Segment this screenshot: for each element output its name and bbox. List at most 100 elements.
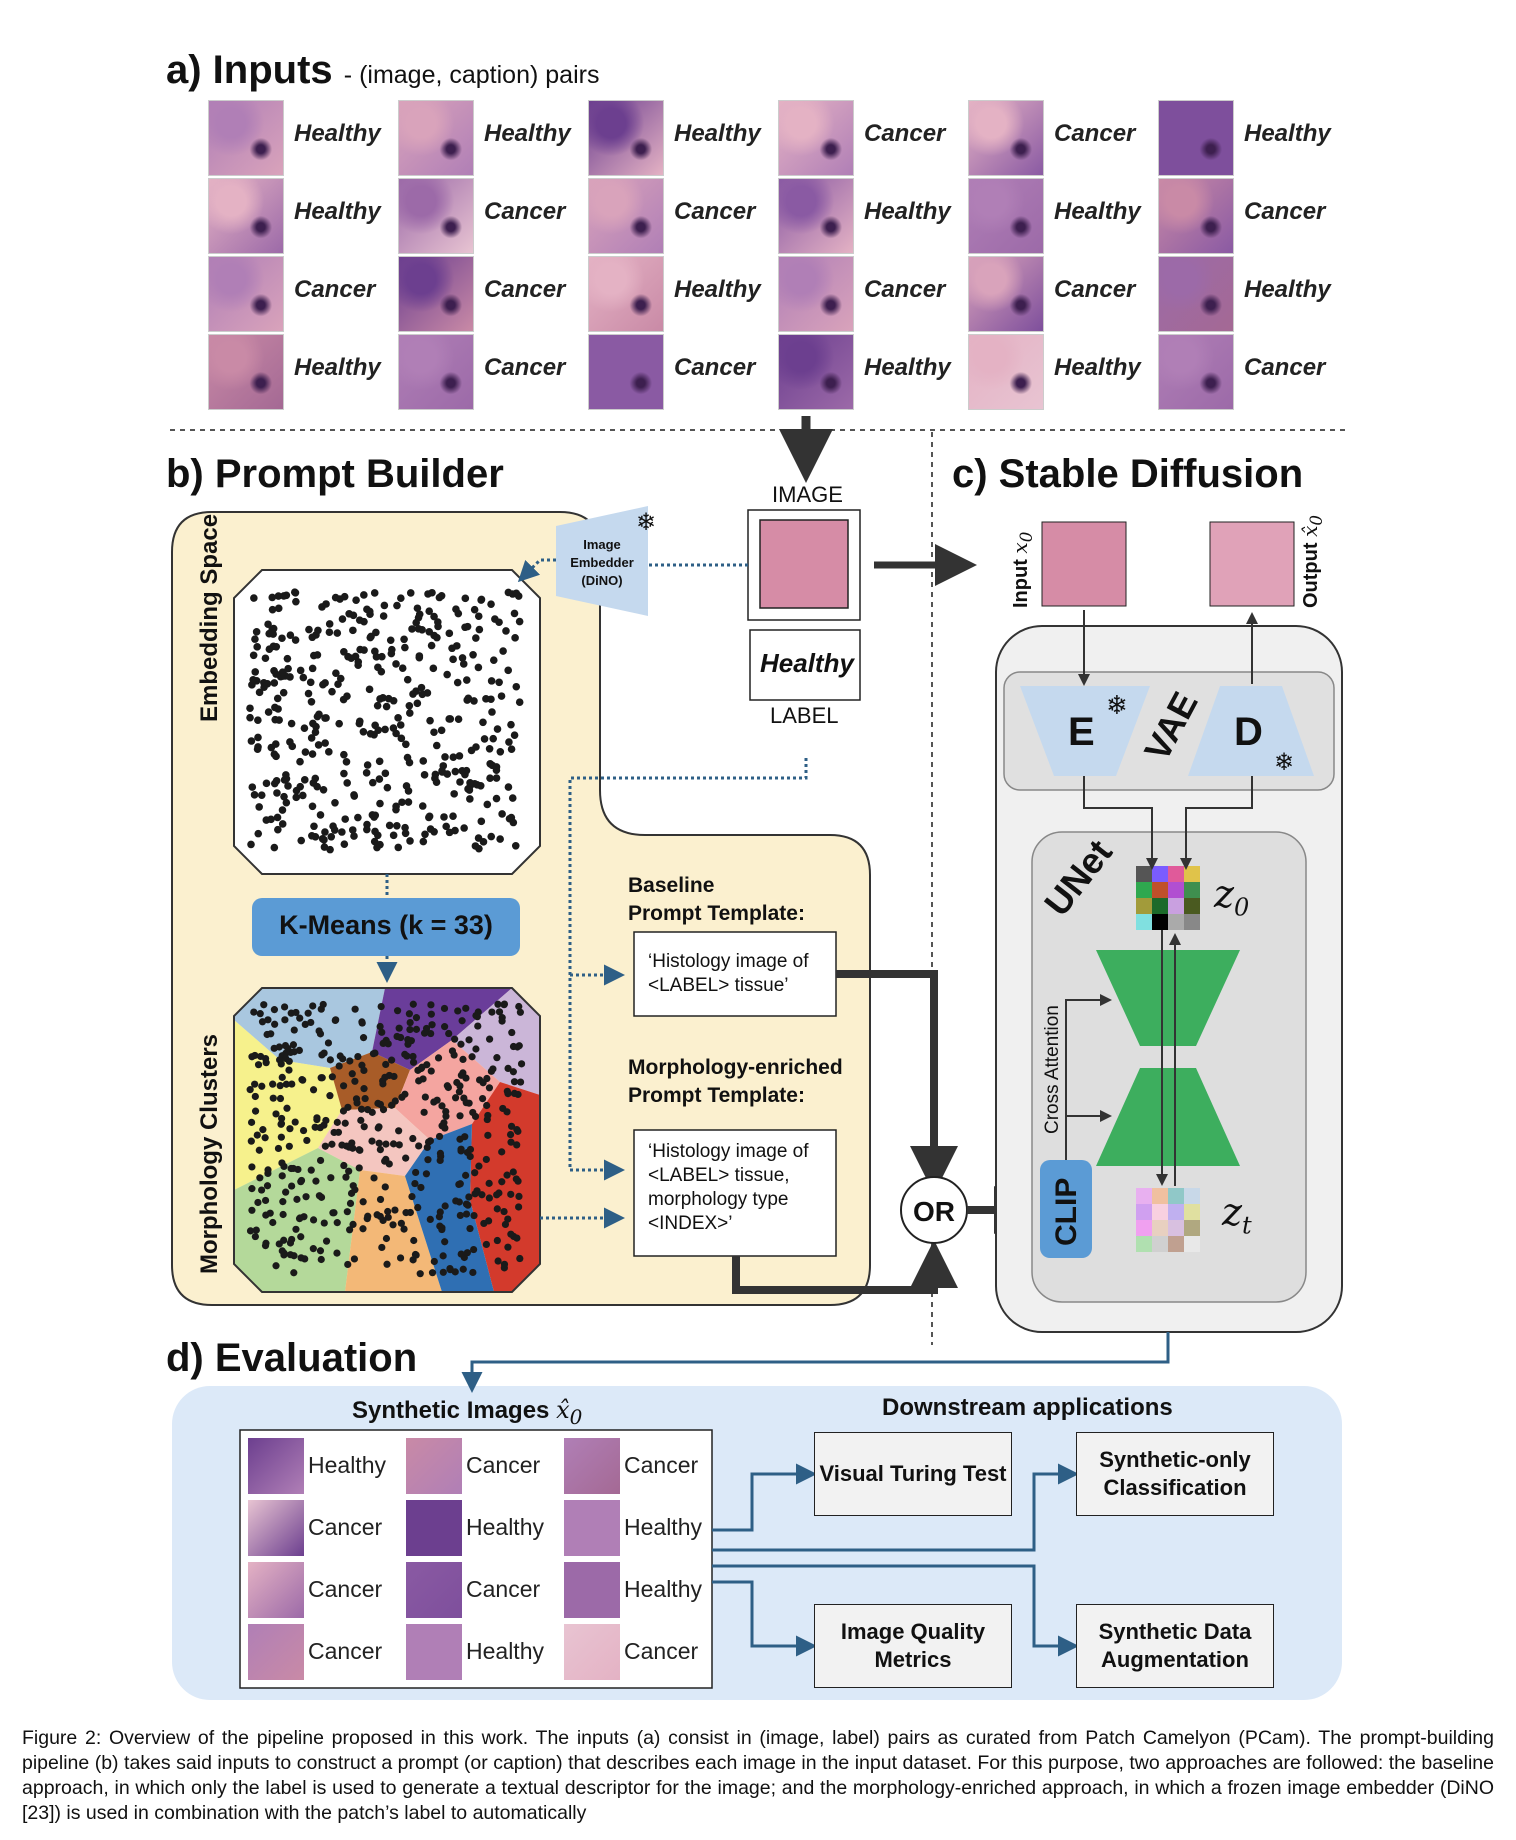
input-caption: Healthy (484, 120, 571, 147)
embedding-dot (461, 594, 470, 603)
embedding-dot (406, 837, 414, 845)
cluster-dot (295, 1215, 304, 1223)
embedding-dot (406, 589, 415, 597)
embedding-dot (257, 791, 266, 799)
cluster-dot (436, 1156, 444, 1165)
synthetic-images-box (239, 1429, 713, 1689)
cluster-dot (450, 1051, 458, 1059)
embedding-dot (308, 831, 316, 840)
embedding-dot (274, 604, 283, 613)
embedding-dot (373, 701, 382, 710)
cluster-dot (276, 1082, 284, 1090)
cluster-dot (397, 1219, 405, 1227)
input-caption: Cancer (484, 276, 566, 303)
embedding-dot (340, 592, 349, 601)
embedding-dot (301, 748, 310, 756)
embedding-dots (246, 588, 524, 854)
embedding-dot (284, 664, 292, 673)
histology-thumbnail (208, 334, 284, 410)
input-pair: Cancer (588, 178, 768, 254)
embedding-dot (394, 843, 403, 852)
cluster-dot (291, 1118, 299, 1126)
cluster-dot (412, 1168, 420, 1177)
cluster-dot (451, 1268, 459, 1276)
cluster-dot (272, 1262, 280, 1270)
embedding-dot (466, 778, 474, 787)
histology-thumbnail (208, 256, 284, 332)
embedding-dot (504, 666, 512, 675)
embedding-dot (365, 685, 374, 694)
embedding-dot (282, 798, 291, 807)
embedding-dot (255, 688, 264, 697)
synthetic-caption: Healthy (308, 1452, 386, 1478)
cluster-dot (259, 1126, 267, 1134)
cluster-dot (307, 1018, 315, 1027)
input-caption: Healthy (1054, 354, 1141, 381)
cluster-dot (309, 1245, 317, 1253)
cluster-dot (457, 1147, 465, 1155)
embedding-dot (282, 771, 290, 779)
synthetic-thumbnail (248, 1624, 304, 1680)
embedding-dot (469, 650, 477, 659)
cluster-dot (500, 1207, 508, 1216)
cluster-dot (276, 1094, 285, 1103)
embedding-dot (343, 779, 351, 787)
cluster-dot (457, 1071, 465, 1079)
embedding-dot (379, 693, 387, 702)
clip-box (1040, 1160, 1092, 1258)
cluster-dot (251, 1232, 259, 1241)
embedding-dot (428, 588, 436, 597)
embedding-dot (485, 744, 494, 753)
cluster-dot (516, 1008, 524, 1016)
cluster-dot (322, 1116, 330, 1125)
cluster-dot (345, 1143, 353, 1151)
cluster-dot (251, 1107, 260, 1115)
embedding-dot (320, 836, 328, 844)
synthetic-caption: Cancer (624, 1452, 699, 1478)
cluster-dot (344, 1103, 352, 1111)
histology-thumbnail (1158, 100, 1234, 176)
cluster-dot (311, 1123, 319, 1131)
cluster-dot (414, 1203, 422, 1212)
cluster-dot (406, 1025, 414, 1034)
synthetic-thumbnail (406, 1562, 462, 1618)
embedding-dot (371, 647, 379, 656)
morphology-clusters-frame (233, 987, 541, 1293)
embedding-dot (398, 664, 407, 673)
input-pair: Cancer (588, 334, 768, 410)
cluster-dot (248, 1206, 256, 1214)
synthetic-thumbnail (248, 1562, 304, 1618)
cluster-dot (262, 1211, 270, 1219)
unet-upper (1096, 950, 1240, 1046)
cluster-dot (282, 1054, 290, 1063)
zt-label: zt (1222, 1190, 1252, 1240)
synthetic-thumbnail (406, 1500, 462, 1556)
cluster-dot (326, 1092, 334, 1100)
embedding-dot (250, 791, 259, 799)
cluster-dot (504, 1215, 512, 1223)
cluster-dot (506, 1130, 515, 1139)
synthetic-thumbnail (248, 1500, 304, 1556)
synthetic-thumbnail (406, 1624, 462, 1680)
embedding-dot (250, 594, 258, 602)
cluster-dot (261, 1196, 270, 1205)
embedding-dot (486, 774, 494, 783)
histology-thumbnail (398, 334, 474, 410)
embedding-dot (401, 643, 409, 652)
histology-thumbnail (778, 100, 854, 176)
unet-lower (1096, 1068, 1240, 1166)
cluster-dot (438, 1224, 446, 1232)
histology-thumbnail (398, 256, 474, 332)
embedding-dot (297, 836, 306, 845)
cluster-dot (263, 1030, 271, 1039)
cluster-dot (382, 1234, 391, 1243)
cluster-dot (257, 1186, 266, 1194)
cluster-dot (395, 1127, 403, 1135)
embedding-dot (492, 774, 501, 782)
input-caption: Cancer (484, 354, 566, 381)
cluster-dot (280, 1003, 289, 1011)
cluster-dot (411, 1250, 420, 1259)
latent-cell (1152, 1236, 1168, 1252)
cluster-dot (500, 1000, 509, 1008)
embedding-dot (443, 770, 452, 778)
